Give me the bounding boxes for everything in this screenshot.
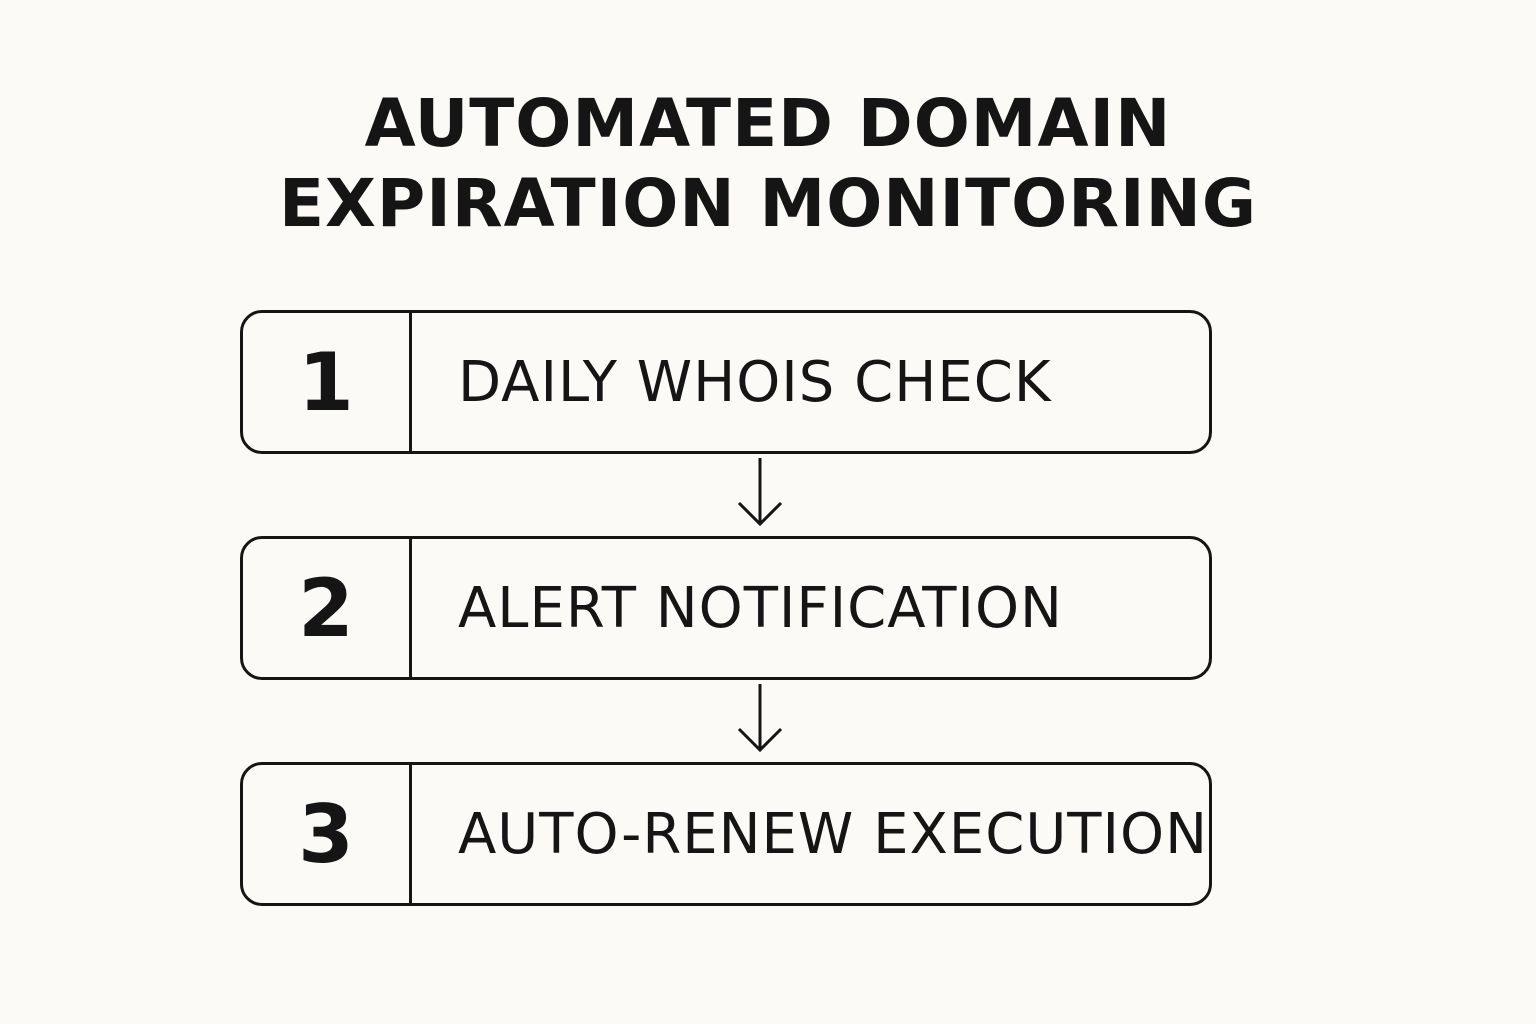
step-label: DAILY WHOIS CHECK xyxy=(458,349,1052,415)
step-label: AUTO-RENEW EXECUTION xyxy=(458,801,1208,867)
step-label: ALERT NOTIFICATION xyxy=(458,575,1063,641)
page-title: AUTOMATED DOMAIN EXPIRATION MONITORING xyxy=(0,84,1536,244)
step-box-1: 1 DAILY WHOIS CHECK xyxy=(240,310,1212,454)
step-number: 3 xyxy=(243,765,412,903)
step-box-3: 3 AUTO-RENEW EXECUTION xyxy=(240,762,1212,906)
down-arrow-icon xyxy=(737,458,783,527)
step-box-2: 2 ALERT NOTIFICATION xyxy=(240,536,1212,680)
step-number: 2 xyxy=(243,539,412,677)
down-arrow-icon xyxy=(737,684,783,753)
step-number: 1 xyxy=(243,313,412,451)
title-line-2: EXPIRATION MONITORING xyxy=(278,165,1258,242)
title-line-1: AUTOMATED DOMAIN xyxy=(364,85,1172,162)
